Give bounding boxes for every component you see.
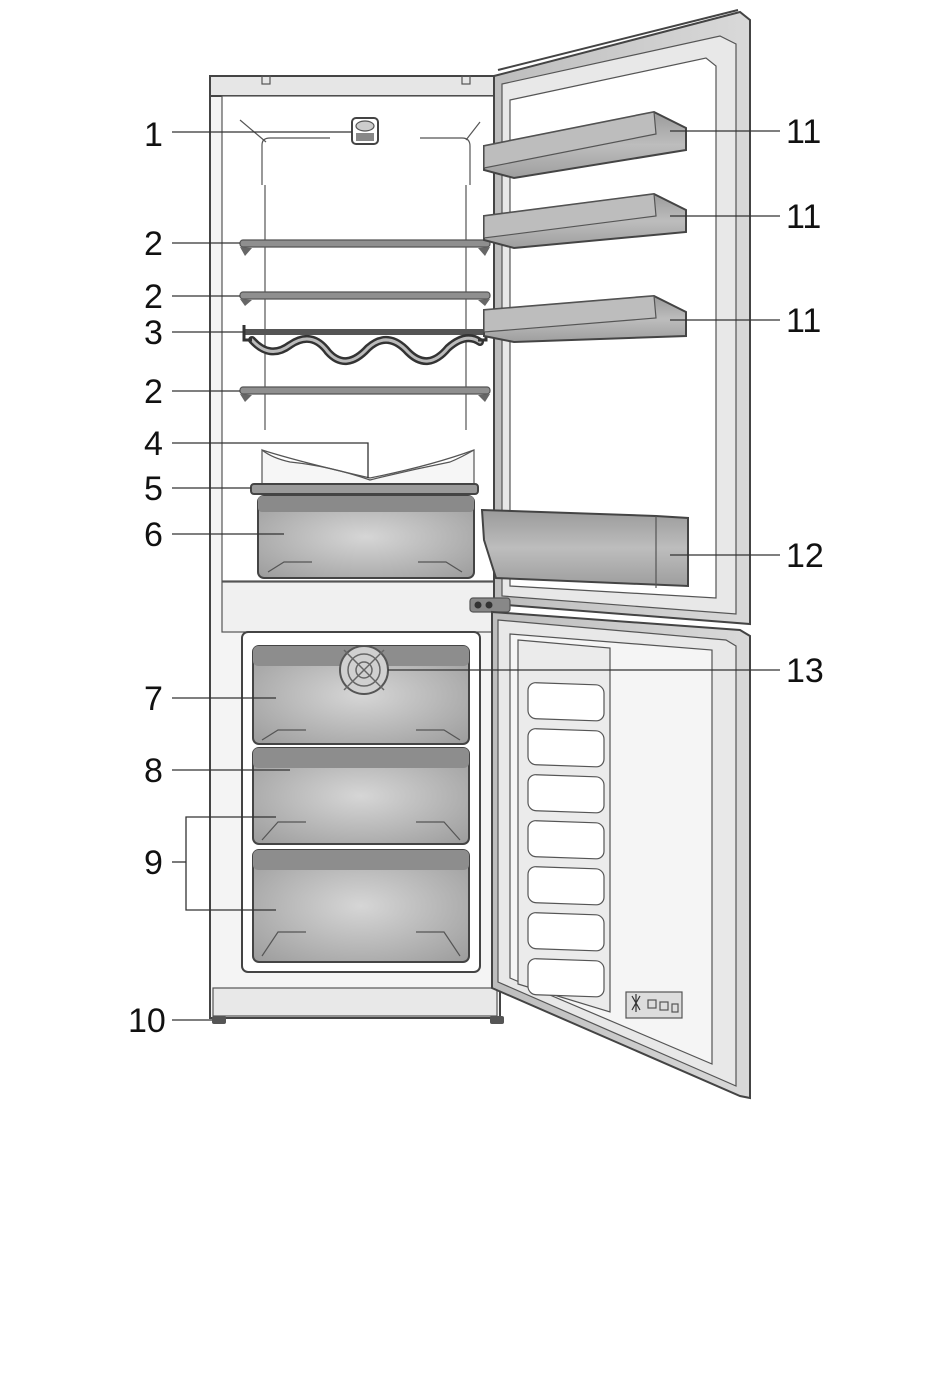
label-6: 6 — [144, 516, 163, 554]
label-5: 5 — [144, 470, 163, 508]
fan-grille — [340, 646, 388, 694]
crisper-drawer — [258, 496, 474, 578]
label-4: 4 — [144, 425, 163, 463]
label-8: 8 — [144, 752, 163, 790]
bottle-bin — [482, 510, 688, 588]
freezer-drawer-middle — [253, 748, 469, 844]
freezer-drawer-bottom — [253, 850, 469, 962]
label-11: 11 — [786, 302, 821, 340]
label-11: 11 — [786, 198, 821, 236]
label-2: 2 — [144, 278, 163, 316]
compartment-divider — [222, 582, 494, 632]
freezer-control-panel — [626, 992, 682, 1018]
label-13: 13 — [786, 652, 824, 690]
label-10: 10 — [128, 1002, 166, 1040]
label-11: 11 — [786, 113, 821, 151]
crisper-glass — [251, 484, 478, 494]
label-2: 2 — [144, 373, 163, 411]
label-7: 7 — [144, 680, 163, 718]
label-3: 3 — [144, 314, 163, 352]
label-1: 1 — [144, 116, 163, 154]
label-12: 12 — [786, 537, 824, 575]
lamp-unit — [352, 118, 378, 144]
label-9: 9 — [144, 844, 163, 882]
label-2: 2 — [144, 225, 163, 263]
